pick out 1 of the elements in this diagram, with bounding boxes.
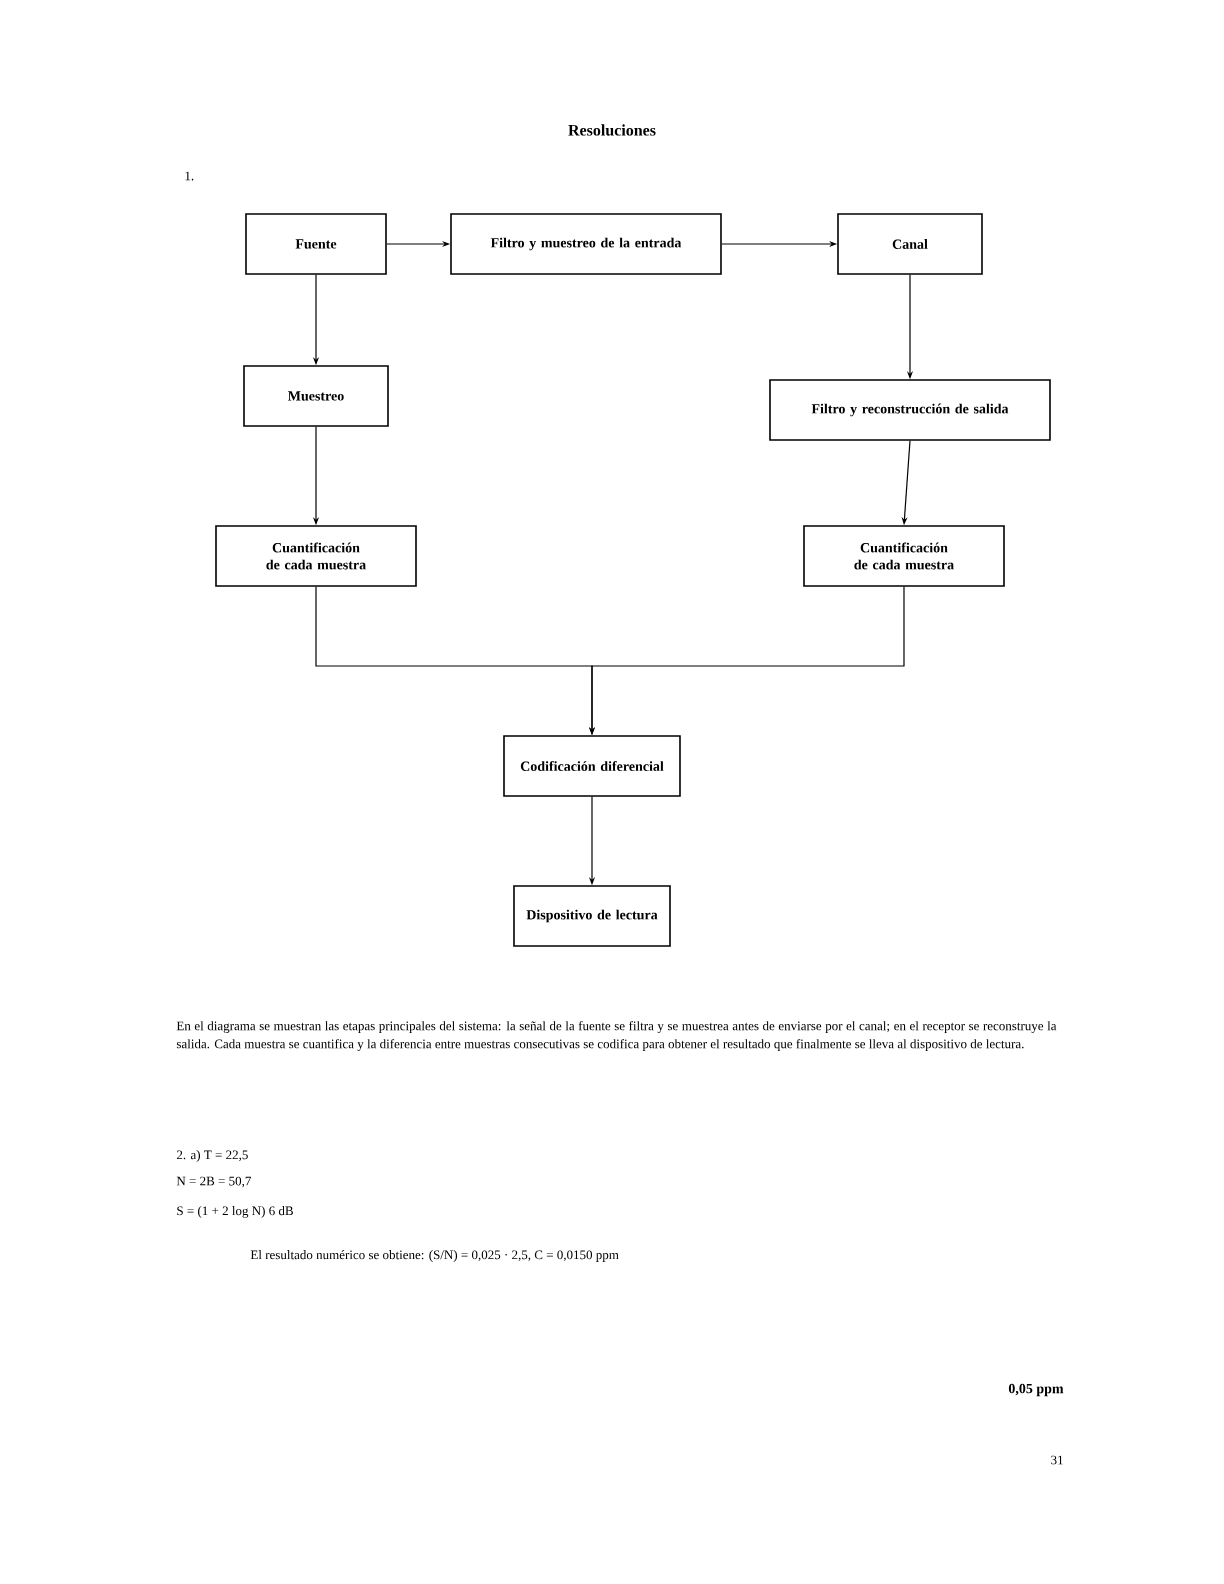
page-title: Resoluciones [568, 124, 656, 136]
